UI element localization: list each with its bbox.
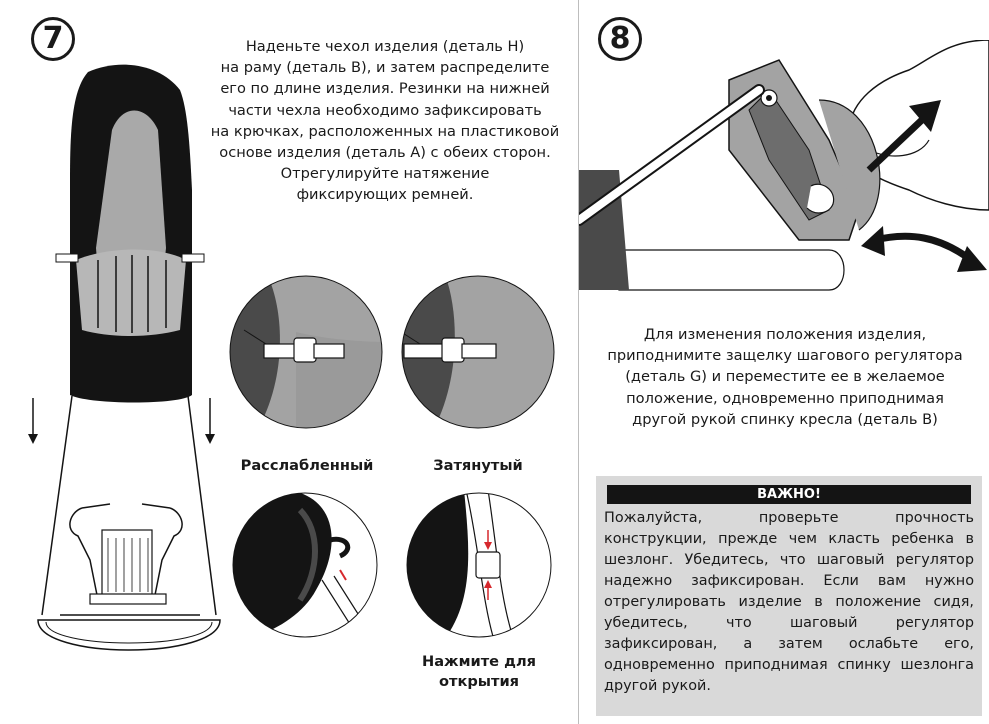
- tightened-label: Затянутый: [398, 456, 558, 476]
- relaxed-label: Расслабленный: [222, 456, 392, 476]
- buckle-press-detail: [404, 490, 554, 640]
- warning-title: ВАЖНО!: [607, 485, 971, 504]
- recline-adjuster-illustration: [579, 40, 989, 300]
- warning-text: Пожалуйста, проверьте прочность конструк…: [604, 508, 974, 697]
- press-to-open-label: Нажмите для открытия: [404, 652, 554, 692]
- step-8-instructions: Для изменения положения изделия, приподн…: [584, 324, 986, 430]
- bouncer-cover-illustration: [20, 60, 240, 660]
- warning-panel: ВАЖНО! Пожалуйста, проверьте прочность к…: [596, 476, 982, 716]
- strap-tightened-detail: [398, 272, 558, 432]
- step-7-instructions: Наденьте чехол изделия (деталь H) на рам…: [186, 36, 584, 206]
- hook-detail: [230, 490, 380, 640]
- step-7-badge: 7: [31, 17, 75, 61]
- step-7-number: 7: [43, 21, 64, 56]
- strap-relaxed-detail: [226, 272, 386, 432]
